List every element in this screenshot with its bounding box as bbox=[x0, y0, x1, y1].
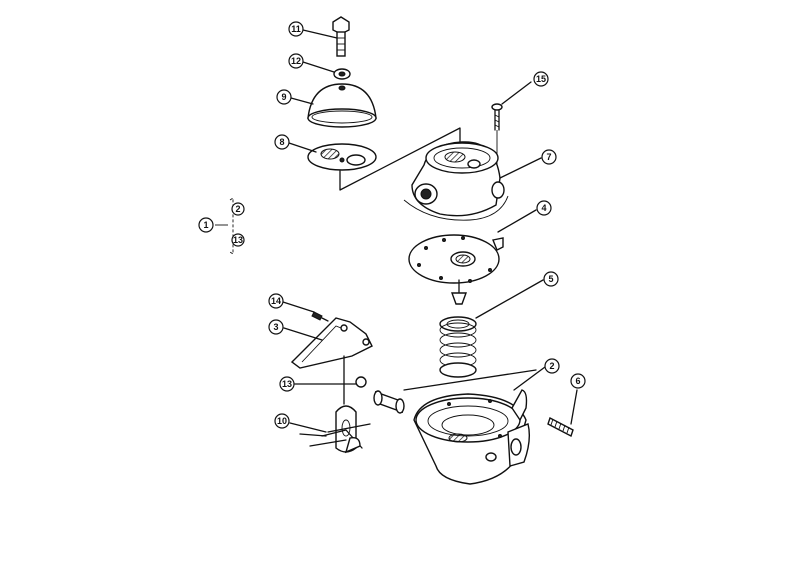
svg-text:6: 6 bbox=[575, 376, 580, 386]
callout-1: 1 bbox=[198, 217, 214, 233]
callout-2: 2 bbox=[544, 358, 560, 374]
callout-3: 3 bbox=[268, 319, 284, 335]
part-dome-cover bbox=[307, 83, 377, 128]
part-lower-body bbox=[413, 389, 531, 485]
callout-7: 7 bbox=[541, 149, 557, 165]
part-spring bbox=[439, 316, 477, 378]
svg-text:3: 3 bbox=[273, 322, 278, 332]
leader-lines bbox=[215, 29, 578, 433]
svg-text:14: 14 bbox=[271, 296, 281, 306]
svg-text:13: 13 bbox=[233, 235, 243, 245]
callout-1-sub-13: 13 bbox=[231, 233, 245, 247]
svg-text:4: 4 bbox=[541, 203, 546, 213]
svg-text:10: 10 bbox=[277, 416, 287, 426]
svg-text:1: 1 bbox=[203, 220, 208, 230]
callout-13: 13 bbox=[279, 376, 295, 392]
guide-line bbox=[339, 127, 461, 191]
callout-15: 15 bbox=[533, 71, 549, 87]
part-washer bbox=[333, 68, 351, 80]
part-bolt bbox=[332, 16, 350, 57]
callout-11: 11 bbox=[288, 21, 304, 37]
callout-9: 9 bbox=[276, 89, 292, 105]
callout-14: 14 bbox=[268, 293, 284, 309]
svg-text:15: 15 bbox=[536, 74, 546, 84]
svg-text:2: 2 bbox=[549, 361, 554, 371]
svg-text:9: 9 bbox=[281, 92, 286, 102]
svg-text:8: 8 bbox=[279, 137, 284, 147]
callout-6: 6 bbox=[570, 373, 586, 389]
part-upper-body bbox=[403, 141, 509, 221]
callout-8: 8 bbox=[274, 134, 290, 150]
part-stud bbox=[547, 416, 574, 438]
part-rocker-arm bbox=[290, 317, 373, 405]
callout-12: 12 bbox=[288, 53, 304, 69]
part-diaphragm bbox=[408, 234, 504, 305]
callout-5: 5 bbox=[543, 271, 559, 287]
svg-text:13: 13 bbox=[282, 379, 292, 389]
svg-text:12: 12 bbox=[291, 56, 301, 66]
callout-1-sub-2: 2 bbox=[231, 202, 245, 216]
callout-10: 10 bbox=[274, 413, 290, 429]
part-bushing bbox=[355, 376, 405, 414]
callout-4: 4 bbox=[536, 200, 552, 216]
svg-text:2: 2 bbox=[235, 204, 240, 214]
svg-text:11: 11 bbox=[291, 24, 301, 34]
part-filter-plate bbox=[307, 143, 377, 171]
part-link-spring bbox=[299, 405, 371, 454]
svg-text:7: 7 bbox=[546, 152, 551, 162]
svg-text:5: 5 bbox=[548, 274, 553, 284]
part-rivet bbox=[311, 311, 329, 322]
